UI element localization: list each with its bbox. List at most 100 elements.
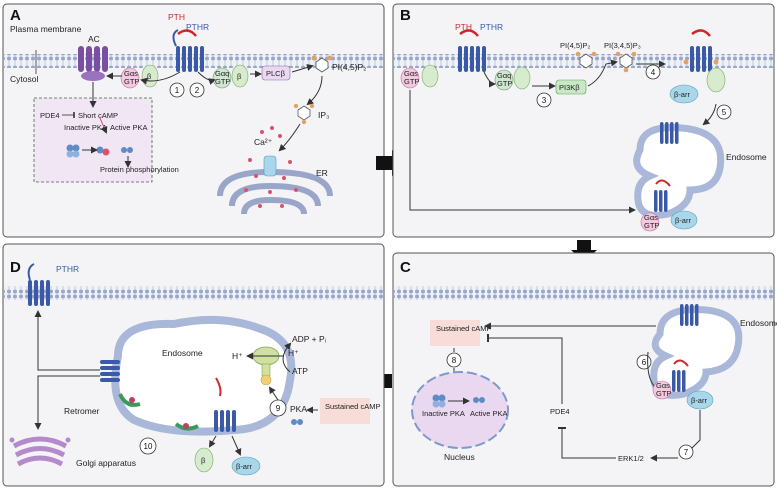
step-6-label: 6 [642, 358, 647, 367]
step-9-label: 9 [276, 404, 281, 413]
g-beta-gamma-b [421, 64, 439, 88]
svg-text:β-arr: β-arr [691, 396, 707, 405]
g-beta-gamma-b2 [706, 67, 726, 93]
endosome-c [650, 304, 743, 399]
h-plus-right-label: H⁺ [288, 348, 299, 358]
cytosol-label: Cytosol [10, 74, 38, 84]
pi3kb-label: PI3Kβ [559, 83, 580, 92]
arrow-pthr-to-gaq-b [483, 71, 496, 88]
step-3-marker [536, 92, 552, 108]
arrow-barr-to-erk [691, 410, 701, 449]
erk-label: ERK1/2 [618, 454, 644, 463]
arrow-ip3-to-er [278, 123, 301, 152]
svg-text:Gαq: Gαq [497, 71, 511, 80]
endosome-label-d: Endosome [162, 348, 203, 358]
step-8-marker [446, 352, 462, 368]
step-2-marker [189, 82, 205, 98]
g-alpha-s-endosome-b: Gαs GTP [640, 212, 659, 232]
g-alpha-s-a: Gαs GTP [120, 67, 139, 89]
short-camp-signaling-box [33, 97, 153, 183]
arrow-dissociate-gbg [208, 435, 217, 448]
er-label: ER [316, 168, 328, 178]
step-8-label: 8 [452, 356, 457, 365]
svg-text:Gαq: Gαq [215, 69, 229, 78]
atp-label: ATP [292, 366, 308, 376]
inactive-pka-label-a: Inactive PKA [64, 123, 107, 132]
pip2-label-b: PI(4,5)P₂ [560, 41, 591, 50]
arrow-retrograde-to-golgi [34, 375, 100, 430]
ip3-molecule [297, 105, 311, 121]
step-10-label: 10 [144, 442, 153, 451]
active-pka-icon-a [96, 146, 133, 156]
pthr-receptor-endosome-bottom [214, 410, 236, 432]
phosphate-a2 [327, 55, 333, 61]
panel-b: B PTH PTHR Gαs GTP Gαq GTP [392, 3, 775, 238]
inactive-pka-label-c: Inactive PKA [422, 409, 465, 418]
ip3-phosphate-3 [301, 119, 307, 125]
g-alpha-s-b: Gαs GTP [400, 67, 419, 89]
pip2-label-a: PI(4,5)P₂ [332, 62, 366, 72]
pip3-phosphate-3 [623, 67, 629, 73]
pka-label-d: PKA [290, 404, 307, 414]
inactive-pka-icon-a [66, 144, 80, 158]
pthr-label-b: PTHR [480, 22, 503, 32]
panel-c-letter: C [400, 259, 411, 276]
panel-c-membrane [394, 286, 773, 300]
pip3-phosphate-2 [631, 51, 637, 57]
endosome-d [111, 315, 296, 436]
panel-d-membrane [4, 286, 383, 300]
pthr-receptor-d [27, 263, 50, 306]
beta-arrestin-d: β-arr [231, 456, 261, 476]
svg-text:GTP: GTP [404, 77, 419, 86]
adenylyl-cyclase [78, 46, 108, 81]
panel-d-letter: D [10, 259, 21, 276]
pth-ligand-a [177, 29, 197, 37]
step-3-label: 3 [542, 96, 547, 105]
g-alpha-s-c: Gαs GTP [652, 380, 671, 400]
svg-text:Gαs: Gαs [404, 69, 418, 78]
g-beta-gamma-q-a: β [231, 64, 249, 88]
pip3-label: PI(3,4,5)P₃ [604, 41, 641, 50]
pth-label-b: PTH [455, 22, 472, 32]
arrow-dissociate-barr [231, 435, 242, 456]
pthr-receptor-endosome-left [100, 360, 120, 382]
ip3-phosphate-1 [293, 103, 299, 109]
sustained-camp-label-d: Sustained cAMP [325, 402, 380, 411]
panel-b-frame [392, 3, 775, 238]
pip2-b-phosphate-1 [575, 51, 581, 57]
beta-arrestin-c: β-arr [686, 390, 714, 410]
arrow-atp-hydrolysis [282, 342, 292, 373]
pth-label-a: PTH [168, 12, 185, 22]
inactive-pka-icon-c [432, 394, 446, 408]
active-pka-icon-c [473, 397, 485, 403]
active-pka-label-c: Active PKA [470, 409, 508, 418]
ip3-label: IP₃ [318, 110, 330, 120]
step-5-marker [716, 104, 732, 120]
arrow-recycling-to-membrane [34, 310, 100, 371]
arrow-pi3kb-to-pip3 [587, 59, 618, 87]
pde4-label-c: PDE4 [550, 407, 570, 416]
active-pka-label-a: Active PKA [110, 123, 148, 132]
svg-text:Gαs: Gαs [656, 381, 670, 390]
pip2-headgroup-a [315, 57, 329, 73]
arrow-pthr-to-gas [140, 71, 181, 85]
pip3-phosphate-1 [615, 51, 621, 57]
svg-text:GTP: GTP [215, 77, 230, 86]
pde4-inhibits-camp-c [487, 334, 563, 404]
golgi-apparatus [9, 436, 71, 467]
svg-text:GTP: GTP [124, 77, 139, 86]
panel-d: D PTHR Endosome H⁺ H⁺ ADP + Pᵢ ATP [2, 243, 385, 487]
g-alpha-q-a: Gαq GTP [212, 67, 232, 89]
svg-text:β-arr: β-arr [236, 462, 252, 471]
nucleus-label: Nucleus [444, 452, 475, 462]
svg-text:Gαs: Gαs [644, 213, 658, 222]
g-beta-gamma-q-b [513, 66, 531, 90]
sustained-camp-box-d [320, 398, 370, 424]
calcium-ions [244, 126, 298, 208]
arrow-internalization [702, 103, 717, 126]
pthr-receptor-b-arrestin [683, 29, 719, 72]
panel-b-letter: B [400, 7, 411, 24]
plasma-membrane-label: Plasma membrane [10, 24, 82, 34]
nucleus [411, 371, 509, 449]
